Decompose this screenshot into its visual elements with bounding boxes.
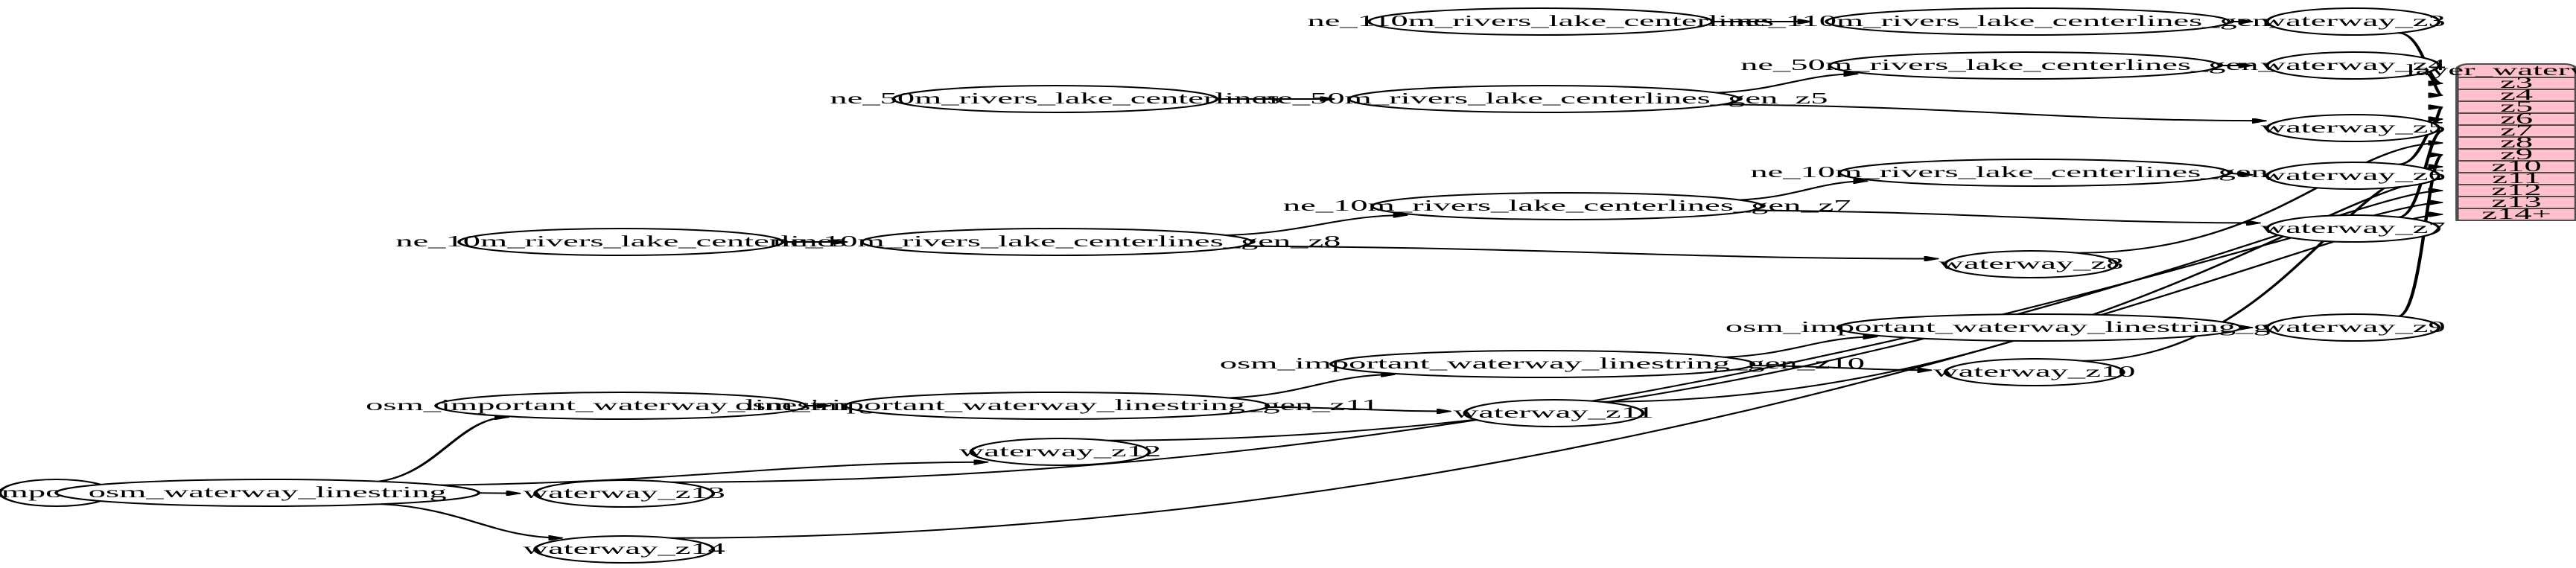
node-ne_10m_rivers_lake_centerlines_gen_z7[interactable]: ne_10m_rivers_lake_centerlines_gen_z7: [1283, 192, 1851, 220]
layer-waterway-row-z11[interactable]: [2455, 172, 2576, 185]
layer-waterway-row-z12[interactable]: [2455, 184, 2576, 197]
layer-waterway-table: layer_waterwayz3z4z5z6z7z8z9z10z11z12z13…: [2406, 61, 2576, 222]
node-waterway_z8[interactable]: waterway_z8: [1939, 250, 2123, 278]
node-waterway_z9[interactable]: waterway_z9: [2261, 313, 2446, 342]
node-osm_important_waterway_linestring_gen_z9[interactable]: osm_important_waterway_linestring_gen_z9: [1726, 313, 2353, 342]
node-shape: [2265, 51, 2441, 80]
node-shape: [1836, 313, 2243, 342]
layer-waterway-row-z14plus[interactable]: [2455, 208, 2576, 221]
node-ne_10m_rivers_lake_centerlines_gen_z6[interactable]: ne_10m_rivers_lake_centerlines_gen_z6: [1750, 159, 2318, 187]
layer-waterway-row-z3[interactable]: [2455, 77, 2576, 90]
edge-osm_waterway_linestring-to-waterway_z14: [381, 503, 562, 538]
edge-ne_50m_rivers_lake_centerlines_gen_z5-to-ne_50m_rivers_lake_centerlines_gen_z4: [1716, 74, 1857, 94]
edge-osm_important_waterway_linestring_gen_z10-to-osm_important_waterway_linestring_gen_z9: [1723, 336, 1877, 358]
edges-layer: [41, 22, 2444, 538]
node-shape: [2265, 313, 2441, 342]
node-waterway_z7[interactable]: waterway_z7: [2261, 214, 2446, 243]
node-shape: [2265, 114, 2441, 142]
node-shape: [54, 479, 481, 507]
layer-waterway-row-z10[interactable]: [2455, 160, 2576, 173]
node-ne_50m_rivers_lake_centerlines_gen_z5[interactable]: ne_50m_rivers_lake_centerlines_gen_z5: [1260, 85, 1828, 113]
node-waterway_z13[interactable]: waterway_z13: [523, 479, 725, 508]
node-ne_10m_rivers_lake_centerlines[interactable]: ne_10m_rivers_lake_centerlines: [395, 228, 846, 256]
node-shape: [1943, 250, 2119, 278]
node-waterway_z10[interactable]: waterway_z10: [1933, 358, 2135, 386]
layer-waterway-row-z8[interactable]: [2455, 136, 2576, 150]
edge-osm_waterway_linestring-to-waterway_z13: [478, 493, 520, 494]
node-shape: [844, 392, 1270, 420]
node-waterway_z4[interactable]: waterway_z4: [2261, 51, 2446, 80]
layer-waterway-row-z5[interactable]: [2455, 100, 2576, 114]
node-shape: [533, 479, 716, 508]
node-shape: [2265, 7, 2441, 36]
edge-waterway_z11-to-layer_waterway-z11: [1600, 179, 2443, 403]
layer-waterway-row-z7[interactable]: [2455, 124, 2576, 138]
edge-waterway_z4-to-layer_waterway-z4: [2423, 72, 2444, 95]
node-shape: [1943, 358, 2125, 386]
layer-waterway-row-z6[interactable]: [2455, 112, 2576, 126]
layer-waterway-row-z13[interactable]: [2455, 196, 2576, 209]
layer-waterway-row-z9[interactable]: [2455, 148, 2576, 162]
layer-waterway-row-z4[interactable]: [2455, 89, 2576, 102]
node-waterway_z11[interactable]: waterway_z11: [1454, 399, 1655, 427]
node-shape: [533, 535, 716, 564]
node-shape: [1329, 350, 1755, 378]
node-shape: [1463, 399, 1645, 427]
edge-osm_waterway_linestring-to-osm_important_waterway_linestring: [378, 417, 509, 482]
node-shape: [891, 85, 1219, 113]
node-shape: [1347, 85, 1741, 113]
node-shape: [1837, 159, 2231, 187]
node-osm_important_waterway_linestring_gen_z11[interactable]: osm_important_waterway_linestring_gen_z1…: [735, 392, 1378, 420]
edge-ne_10m_rivers_lake_centerlines_gen_z7-to-ne_10m_rivers_lake_centerlines_gen_z6: [1739, 181, 1867, 201]
edge-waterway_z8-to-layer_waterway-z8: [2076, 143, 2442, 254]
node-shape: [2265, 214, 2441, 243]
node-shape: [1825, 7, 2231, 36]
node-shape: [457, 228, 785, 256]
node-shape: [2265, 162, 2441, 190]
layer-waterway-table-group: layer_waterwayz3z4z5z6z7z8z9z10z11z12z13…: [2406, 61, 2576, 222]
nodes-layer: imposm3osm_waterway_linestringosm_import…: [0, 7, 2446, 564]
edge-ne_10m_rivers_lake_centerlines_gen_z6-to-waterway_z6: [2228, 173, 2252, 175]
node-ne_110m_rivers_lake_centerlines[interactable]: ne_110m_rivers_lake_centerlines: [1308, 7, 1774, 36]
edge-ne_10m_rivers_lake_centerlines_gen_z8-to-ne_10m_rivers_lake_centerlines_gen_z7: [1225, 215, 1408, 236]
edge-osm_waterway_linestring-to-waterway_z12: [440, 462, 988, 486]
node-waterway_z14[interactable]: waterway_z14: [523, 535, 725, 564]
node-waterway_z6[interactable]: waterway_z6: [2261, 162, 2446, 190]
node-waterway_z3[interactable]: waterway_z3: [2261, 7, 2446, 36]
node-waterway_z5[interactable]: waterway_z5: [2261, 114, 2446, 142]
edge-ne_10m_rivers_lake_centerlines_gen_z7-to-waterway_z7: [1752, 209, 2260, 223]
edge-waterway_z6-to-layer_waterway-z6: [2397, 119, 2442, 165]
edge-osm_important_waterway_linestring_gen_z11-to-waterway_z11: [1267, 406, 1451, 412]
edge-ne_10m_rivers_lake_centerlines_gen_z8-to-waterway_z8: [1241, 245, 1939, 259]
node-shape: [1370, 192, 1764, 220]
node-shape: [860, 228, 1253, 256]
node-shape: [969, 438, 1151, 466]
edge-osm_important_waterway_linestring_gen_z11-to-osm_important_waterway_linestring_gen_z10: [1228, 374, 1395, 399]
node-shape: [1828, 51, 2222, 80]
node-ne_10m_rivers_lake_centerlines_gen_z8[interactable]: ne_10m_rivers_lake_centerlines_gen_z8: [773, 228, 1341, 256]
node-ne_50m_rivers_lake_centerlines[interactable]: ne_50m_rivers_lake_centerlines: [830, 85, 1280, 113]
node-shape: [434, 392, 808, 420]
edge-ne_50m_rivers_lake_centerlines_gen_z5-to-waterway_z5: [1722, 103, 2266, 121]
node-osm_waterway_linestring[interactable]: osm_waterway_linestring: [54, 479, 481, 507]
node-osm_important_waterway_linestring[interactable]: osm_important_waterway_linestring: [366, 392, 876, 420]
node-shape: [1367, 7, 1714, 36]
